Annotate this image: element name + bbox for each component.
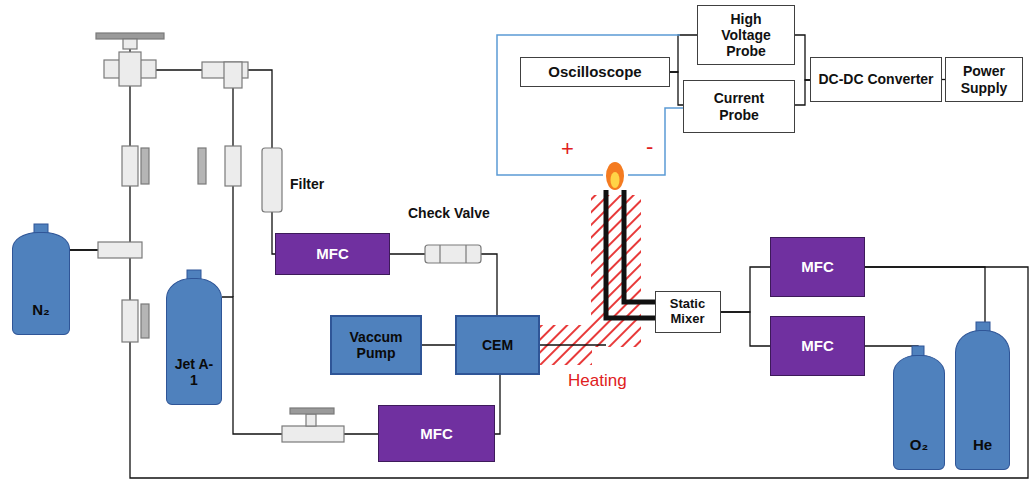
tee-fitting (224, 62, 242, 88)
valve-body (282, 426, 344, 442)
node-text: MFC (316, 245, 349, 262)
valve-handle (96, 33, 164, 39)
burner-tube (624, 190, 658, 302)
cross-fitting (119, 52, 141, 86)
node-text: MFC (801, 337, 834, 354)
node-text: Jet A-1 (174, 356, 214, 388)
pipe-line (721, 312, 771, 346)
mfc-box: MFC (378, 405, 495, 462)
zone-label: Heating (568, 371, 627, 391)
gas-cylinder: N₂ (12, 232, 70, 335)
signal-wire (795, 80, 810, 105)
positive-wire (497, 35, 680, 175)
valve-handle (290, 408, 334, 414)
signal-wire (795, 35, 810, 80)
node-text: DC-DC Converter (818, 71, 933, 87)
valve-body (122, 300, 138, 342)
check-valve (439, 245, 440, 263)
mfc-box: MFC (770, 237, 865, 297)
instrument-box: Oscilloscope (520, 57, 670, 87)
pipe-line (422, 344, 455, 345)
node-text: He (973, 436, 992, 453)
node-text: O₂ (910, 436, 928, 453)
supply-box: Power Supply (945, 57, 1023, 102)
check-valve (465, 245, 466, 263)
probe-box: Current Probe (683, 80, 795, 133)
node-text: High Voltage Probe (706, 11, 786, 59)
pipe-line (721, 267, 771, 312)
valve-handle (141, 304, 149, 338)
mixer-box: Static Mixer (655, 291, 721, 333)
valve-stem (123, 39, 137, 49)
pipe-line (70, 70, 275, 254)
pump-box: Vaccum Pump (330, 315, 422, 375)
burner-tube (606, 190, 658, 318)
probe-box: High Voltage Probe (697, 5, 795, 65)
signal-wire (670, 72, 683, 105)
node-text: Current Probe (704, 90, 774, 122)
polarity-sign: - (646, 134, 653, 160)
valve-body (122, 146, 138, 186)
filter-body (262, 148, 282, 212)
mfc-box: MFC (770, 316, 865, 376)
fuel-tank: Jet A-1 (166, 278, 222, 405)
pipe-line (865, 267, 985, 330)
node-text: Oscilloscope (548, 63, 641, 80)
node-text: Power Supply (954, 63, 1014, 95)
pipe-line (865, 346, 918, 355)
gas-cylinder: He (955, 330, 1010, 470)
part-label: Filter (290, 176, 324, 192)
flame (606, 162, 624, 190)
valve-body (225, 146, 241, 186)
node-text: MFC (801, 258, 834, 275)
node-text: N₂ (32, 301, 50, 318)
node-text: Vaccum Pump (341, 329, 411, 361)
valve-handle (141, 148, 149, 184)
node-text: CEM (482, 337, 513, 353)
mfc-box: MFC (275, 233, 390, 275)
negative-wire (628, 108, 683, 175)
heating-zone (591, 195, 641, 347)
valve-handle (198, 148, 206, 184)
polarity-sign: + (561, 136, 574, 162)
check-valve (425, 245, 481, 263)
converter-box: DC-DC Converter (810, 57, 941, 102)
part-label: Check Valve (408, 205, 490, 221)
node-text: Static Mixer (663, 297, 713, 327)
cem-box: CEM (455, 315, 540, 375)
tee-fitting (98, 242, 142, 258)
gas-cylinder: O₂ (893, 355, 945, 470)
signal-wire (670, 35, 697, 72)
vapour-line (540, 344, 606, 345)
flame (611, 172, 620, 188)
node-text: MFC (420, 425, 453, 442)
pipe-line (495, 375, 500, 434)
pipe-line (70, 250, 1028, 478)
valve-stem (306, 414, 316, 426)
